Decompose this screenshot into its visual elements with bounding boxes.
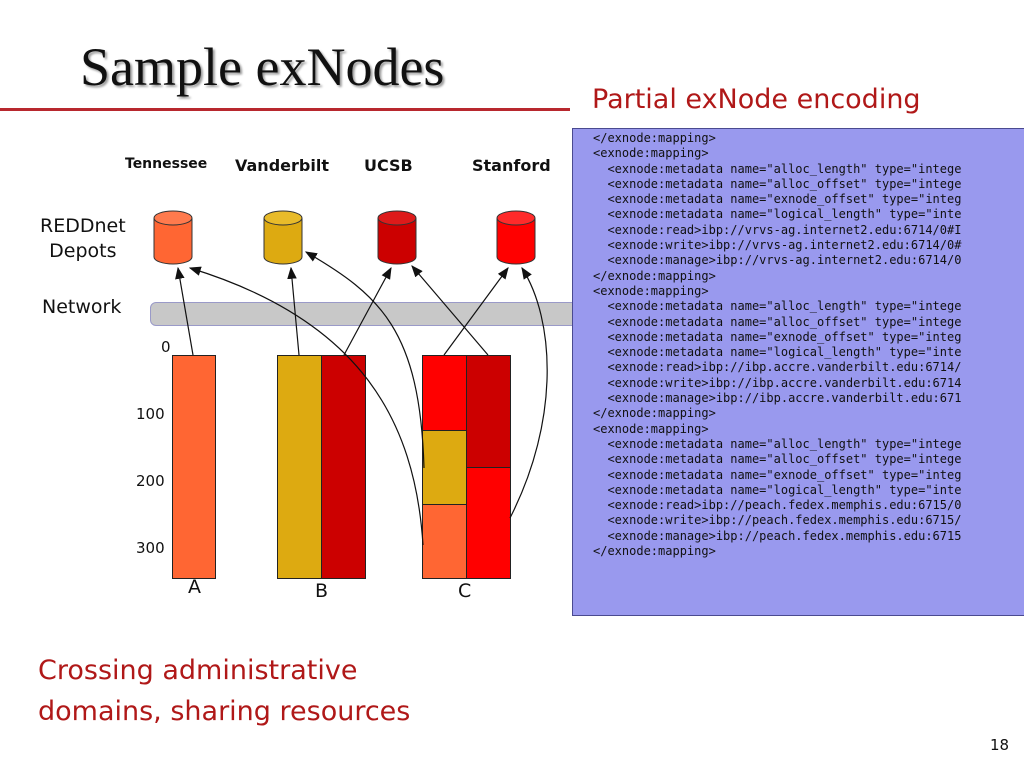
- arrow-c-to-stanford: [443, 267, 509, 356]
- code-line: <exnode:metadata name="alloc_length" typ…: [593, 161, 962, 176]
- exnode-a-block: [172, 355, 216, 579]
- code-line: <exnode:metadata name="exnode_offset" ty…: [593, 192, 962, 207]
- arrow-b-to-vanderbilt: [287, 266, 300, 356]
- code-line: </exnode:mapping>: [593, 544, 716, 559]
- code-line: </exnode:mapping>: [593, 268, 716, 283]
- code-line: <exnode:metadata name="alloc_length" typ…: [593, 436, 962, 451]
- code-line: <exnode:metadata name="exnode_offset" ty…: [593, 467, 962, 482]
- code-line: </exnode:mapping>: [593, 131, 716, 145]
- bottom-note-line1: Crossing administrative: [38, 655, 358, 686]
- exnode-b-ucsb-block: [321, 355, 366, 579]
- code-line: <exnode:read>ibp://vrvs-ag.internet2.edu…: [593, 222, 962, 237]
- site-label-ucsb: UCSB: [364, 156, 413, 175]
- slide-number: 18: [990, 736, 1010, 754]
- exnode-xml-listing: </exnode:mapping> <exnode:mapping> <exno…: [572, 128, 1024, 616]
- exnode-a-label: A: [188, 576, 201, 598]
- exnode-b-label: B: [315, 580, 329, 602]
- code-line: <exnode:manage>ibp://vrvs-ag.internet2.e…: [593, 253, 962, 268]
- code-line: <exnode:manage>ibp://peach.fedex.memphis…: [593, 528, 962, 543]
- depot-ucsb: [377, 210, 417, 265]
- site-label-stanford: Stanford: [472, 156, 551, 175]
- code-line: <exnode:write>ibp://peach.fedex.memphis.…: [593, 513, 962, 528]
- site-label-vanderbilt: Vanderbilt: [235, 156, 329, 175]
- arrow-c-to-vanderbilt: [304, 251, 425, 469]
- axis-tick-100: 100: [136, 405, 165, 423]
- encoding-title: Partial exNode encoding: [592, 84, 921, 115]
- network-label: Network: [42, 296, 122, 318]
- exnode-c-stanford-segment-2: [466, 467, 511, 579]
- exnode-c-ucsb-segment: [466, 355, 511, 468]
- code-line: <exnode:metadata name="logical_length" t…: [593, 482, 962, 497]
- code-line: <exnode:metadata name="alloc_length" typ…: [593, 299, 962, 314]
- code-line: <exnode:metadata name="alloc_offset" typ…: [593, 176, 962, 191]
- code-lines: </exnode:mapping> <exnode:mapping> <exno…: [573, 129, 1024, 559]
- depot-vanderbilt: [263, 210, 303, 265]
- arrow-c-to-tennessee: [188, 266, 424, 546]
- code-line: <exnode:metadata name="logical_length" t…: [593, 345, 962, 360]
- axis-tick-200: 200: [136, 472, 165, 490]
- bottom-note: Crossing administrative domains, sharing…: [38, 650, 410, 732]
- arrow-c-to-stanford-2: [509, 266, 548, 519]
- code-line: <exnode:mapping>: [593, 146, 709, 161]
- depots-label-line1: REDDnet: [40, 215, 126, 237]
- slide-title: Sample exNodes: [80, 37, 445, 97]
- title-underline: [0, 108, 570, 111]
- code-line: <exnode:metadata name="logical_length" t…: [593, 207, 962, 222]
- code-line: <exnode:manage>ibp://ibp.accre.vanderbil…: [593, 391, 962, 406]
- code-line: <exnode:metadata name="alloc_offset" typ…: [593, 314, 962, 329]
- code-line: </exnode:mapping>: [593, 406, 716, 421]
- code-line: <exnode:read>ibp://ibp.accre.vanderbilt.…: [593, 360, 962, 375]
- axis-tick-0: 0: [161, 338, 171, 356]
- code-line: <exnode:metadata name="exnode_offset" ty…: [593, 329, 962, 344]
- arrow-b-to-ucsb: [343, 266, 392, 356]
- code-line: <exnode:write>ibp://ibp.accre.vanderbilt…: [593, 375, 962, 390]
- code-line: <exnode:read>ibp://peach.fedex.memphis.e…: [593, 498, 962, 513]
- depot-stanford: [496, 210, 536, 265]
- depots-label: REDDnet Depots: [40, 214, 126, 264]
- axis-tick-300: 300: [136, 539, 165, 557]
- arrow-a-to-tennessee: [175, 266, 194, 356]
- site-label-tennessee: Tennessee: [125, 156, 208, 172]
- depots-label-line2: Depots: [49, 240, 117, 262]
- bottom-note-line2: domains, sharing resources: [38, 696, 411, 727]
- depot-tennessee: [153, 210, 193, 265]
- code-line: <exnode:write>ibp://vrvs-ag.internet2.ed…: [593, 238, 962, 253]
- code-line: <exnode:mapping>: [593, 283, 709, 298]
- exnode-c-label: C: [458, 580, 472, 602]
- code-line: <exnode:metadata name="alloc_offset" typ…: [593, 452, 962, 467]
- arrow-c-to-ucsb: [411, 265, 489, 356]
- arrow-spacer: [300, 268, 440, 355]
- code-line: <exnode:mapping>: [593, 421, 709, 436]
